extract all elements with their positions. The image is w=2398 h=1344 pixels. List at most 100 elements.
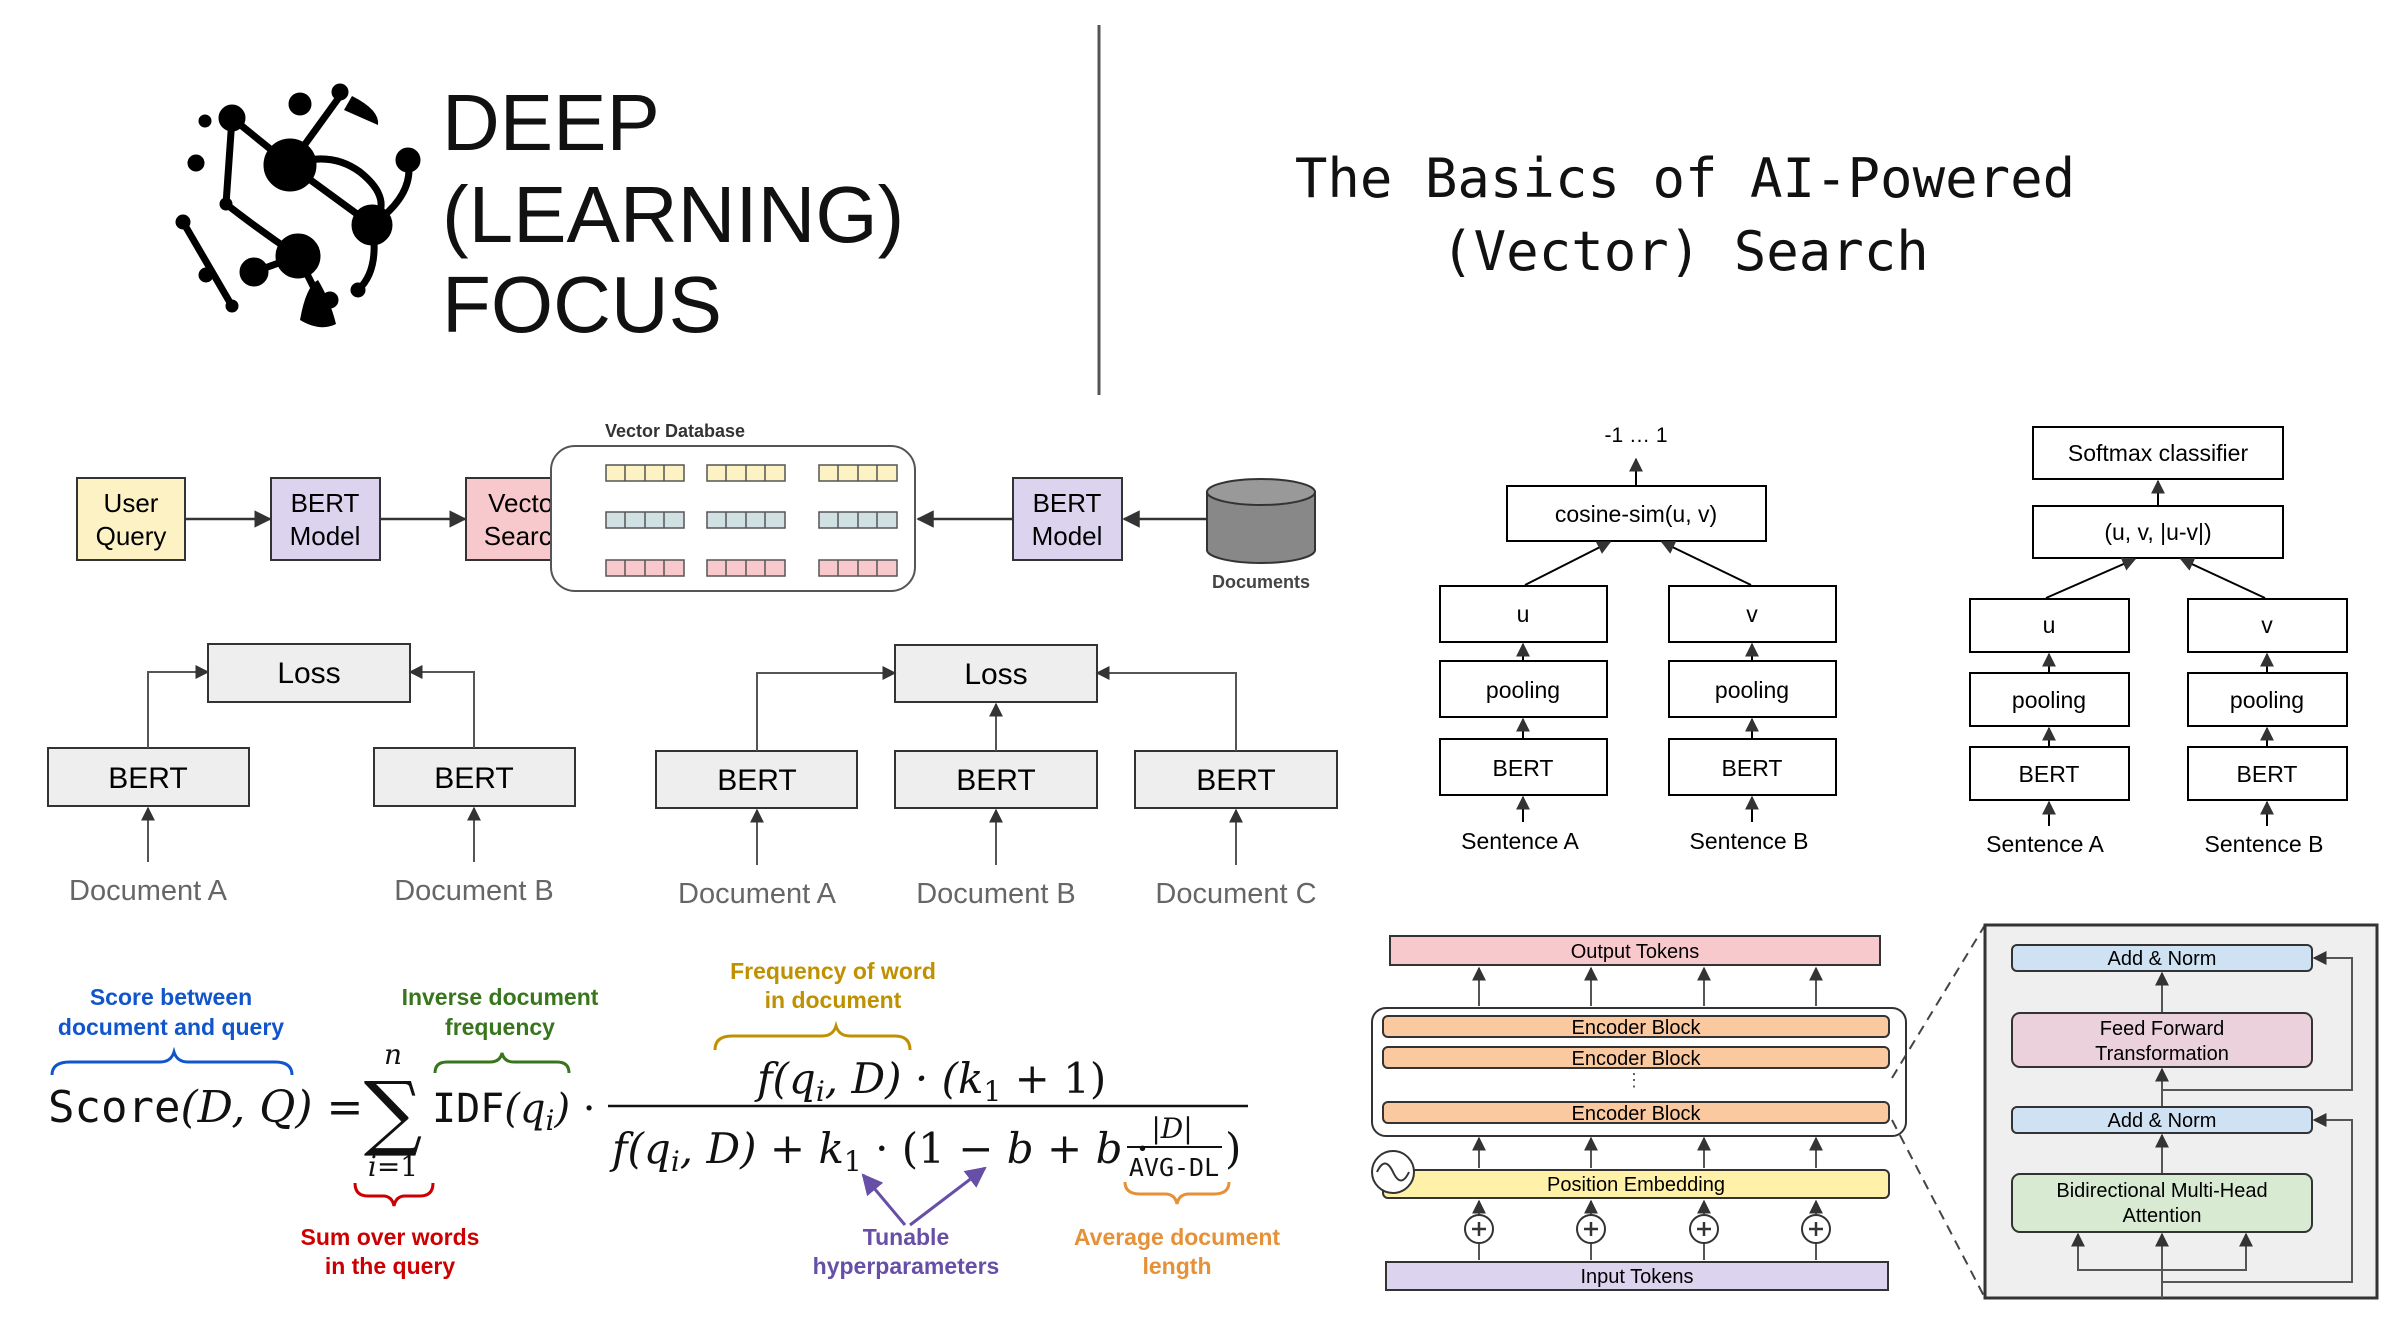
search-pipeline-diagram: User Query BERT Model Vector Search Vect… bbox=[76, 421, 1316, 592]
triplet-loss-label: Loss bbox=[964, 658, 1027, 691]
cosine-sentence-b-label: Sentence B bbox=[1690, 828, 1809, 854]
ffn-box bbox=[2011, 1012, 2313, 1068]
bert-model-right-box bbox=[1012, 477, 1123, 561]
bm25-formula: Score between document and query Inverse… bbox=[48, 958, 1280, 1279]
concat-box bbox=[2032, 505, 2284, 559]
cosine-bert-b-box bbox=[1668, 738, 1837, 796]
triplet-document-c-label: Document C bbox=[1155, 878, 1316, 910]
softmax-pooling-a-box bbox=[1969, 672, 2130, 727]
bert-model-right-label-1: BERT bbox=[1033, 488, 1102, 518]
cosine-v-label: v bbox=[1746, 601, 1758, 627]
triplet-document-a-label: Document A bbox=[678, 878, 837, 910]
softmax-bert-b-label: BERT bbox=[2237, 761, 2298, 787]
output-tokens-box bbox=[1389, 935, 1881, 966]
attention-label-2: Attention bbox=[2123, 1205, 2202, 1227]
logo-text-line1: DEEP bbox=[442, 78, 660, 167]
softmax-classifier-box bbox=[2032, 426, 2284, 480]
svg-text:AVG-DL: AVG-DL bbox=[1129, 1153, 1219, 1182]
logo-text-line3: FOCUS bbox=[442, 260, 722, 349]
triplet-bert-b-label: BERT bbox=[956, 764, 1035, 797]
sbert-softmax-diagram: Softmax classifier (u, v, |u-v|) u v poo… bbox=[1969, 426, 2348, 857]
svg-text:|D|: |D| bbox=[1151, 1112, 1192, 1145]
page-title-line1: The Basics of AI-Powered bbox=[1295, 147, 2075, 210]
svg-text:⋮: ⋮ bbox=[1625, 1070, 1643, 1090]
score-brace bbox=[50, 1046, 294, 1076]
hyper-label-2: hyperparameters bbox=[813, 1253, 1000, 1279]
sum-brace bbox=[353, 1182, 435, 1207]
triplet-bert-a-box bbox=[655, 750, 858, 809]
cosine-pooling-a-label: pooling bbox=[1486, 677, 1560, 703]
svg-text:IDF(qi) ·: IDF(qi) · bbox=[432, 1086, 595, 1137]
avg-brace bbox=[1123, 1181, 1231, 1205]
encoder-block-1-label: Encoder Block bbox=[1572, 1017, 1702, 1039]
softmax-pooling-b-box bbox=[2187, 672, 2348, 727]
pair-bert-b-box bbox=[373, 747, 576, 807]
page-title-line2: (Vector) Search bbox=[1441, 220, 1929, 283]
output-tokens-label: Output Tokens bbox=[1571, 941, 1700, 963]
avg-label-1: Average document bbox=[1074, 1224, 1281, 1250]
vector-search-label-1: Vector bbox=[488, 488, 562, 518]
add-icon bbox=[1464, 1214, 1831, 1244]
sum-label-2: in the query bbox=[325, 1253, 456, 1279]
transformer-encoder-diagram: Output Tokens Encoder Block Encoder Bloc… bbox=[1371, 923, 2379, 1300]
position-embedding-label: Position Embedding bbox=[1547, 1174, 1725, 1196]
svg-text:i=1: i=1 bbox=[368, 1150, 418, 1183]
softmax-sentence-a-label: Sentence A bbox=[1986, 831, 2104, 857]
softmax-u-box bbox=[1969, 598, 2130, 653]
cosine-pooling-a-box bbox=[1439, 660, 1608, 718]
idf-label-1: Inverse document bbox=[402, 984, 599, 1010]
concat-label: (u, v, |u-v|) bbox=[2104, 519, 2211, 545]
freq-brace bbox=[713, 1020, 912, 1051]
svg-text:n: n bbox=[384, 1038, 402, 1071]
svg-text:f(qi, D) · (k1 + 1): f(qi, D) · (k1 + 1) bbox=[754, 1054, 1106, 1108]
cosine-u-label: u bbox=[1517, 601, 1530, 627]
bert-model-right-label-2: Model bbox=[1032, 521, 1103, 551]
svg-text:): ) bbox=[1225, 1124, 1241, 1173]
cosine-bert-a-box bbox=[1439, 738, 1608, 796]
cosine-pooling-b-label: pooling bbox=[1715, 677, 1789, 703]
idf-label-2: frequency bbox=[445, 1014, 555, 1040]
ffn-label-2: Transformation bbox=[2095, 1043, 2229, 1065]
softmax-bert-a-box bbox=[1969, 746, 2130, 801]
cosine-bert-a-label: BERT bbox=[1493, 755, 1554, 781]
encoder-block-2-box bbox=[1382, 1046, 1890, 1069]
score-label-2: document and query bbox=[58, 1014, 284, 1040]
ffn-label-1: Feed Forward bbox=[2100, 1018, 2225, 1040]
triplet-bert-a-label: BERT bbox=[717, 764, 796, 797]
bert-model-left-label-2: Model bbox=[290, 521, 361, 551]
pair-document-a-label: Document A bbox=[69, 875, 228, 907]
user-query-label-1: User bbox=[104, 488, 159, 518]
triplet-bert-c-label: BERT bbox=[1196, 764, 1275, 797]
svg-text:Score(D, Q) =: Score(D, Q) = bbox=[48, 1082, 363, 1133]
sum-label-1: Sum over words bbox=[301, 1224, 480, 1250]
cosine-sim-label: cosine-sim(u, v) bbox=[1555, 501, 1717, 527]
documents-label: Documents bbox=[1212, 572, 1310, 592]
attention-box bbox=[2011, 1173, 2313, 1233]
sine-wave-icon bbox=[1371, 1150, 1415, 1194]
triplet-document-b-label: Document B bbox=[916, 878, 1076, 910]
cosine-v-box bbox=[1668, 585, 1837, 643]
encoder-block-2-label: Encoder Block bbox=[1572, 1048, 1702, 1070]
softmax-pooling-b-label: pooling bbox=[2230, 687, 2304, 713]
pair-loss-label: Loss bbox=[277, 657, 340, 690]
pairwise-bert-diagram: Loss BERT BERT Document A Document B bbox=[47, 643, 576, 907]
attention-label-1: Bidirectional Multi-Head bbox=[2056, 1180, 2267, 1202]
freq-label-1: Frequency of word bbox=[730, 958, 936, 984]
cosine-pooling-b-box bbox=[1668, 660, 1837, 718]
idf-brace bbox=[433, 1052, 571, 1074]
svg-text:∑: ∑ bbox=[364, 1065, 423, 1160]
sbert-cosine-diagram: -1 … 1 cosine-sim(u, v) u v pooling pool… bbox=[1439, 424, 1837, 854]
softmax-bert-a-label: BERT bbox=[2019, 761, 2080, 787]
add-norm-top-label: Add & Norm bbox=[2108, 948, 2217, 970]
freq-label-2: in document bbox=[765, 987, 902, 1013]
softmax-v-box bbox=[2187, 598, 2348, 653]
bert-model-left-box bbox=[270, 477, 381, 561]
input-tokens-box bbox=[1385, 1261, 1889, 1291]
softmax-u-label: u bbox=[2043, 612, 2056, 638]
vector-database-label: Vector Database bbox=[605, 421, 745, 441]
softmax-v-label: v bbox=[2261, 612, 2273, 638]
pair-loss-box bbox=[207, 643, 411, 703]
softmax-classifier-label: Softmax classifier bbox=[2068, 440, 2249, 466]
add-norm-bottom-box bbox=[2011, 1106, 2313, 1134]
documents-database-icon bbox=[1206, 478, 1316, 564]
